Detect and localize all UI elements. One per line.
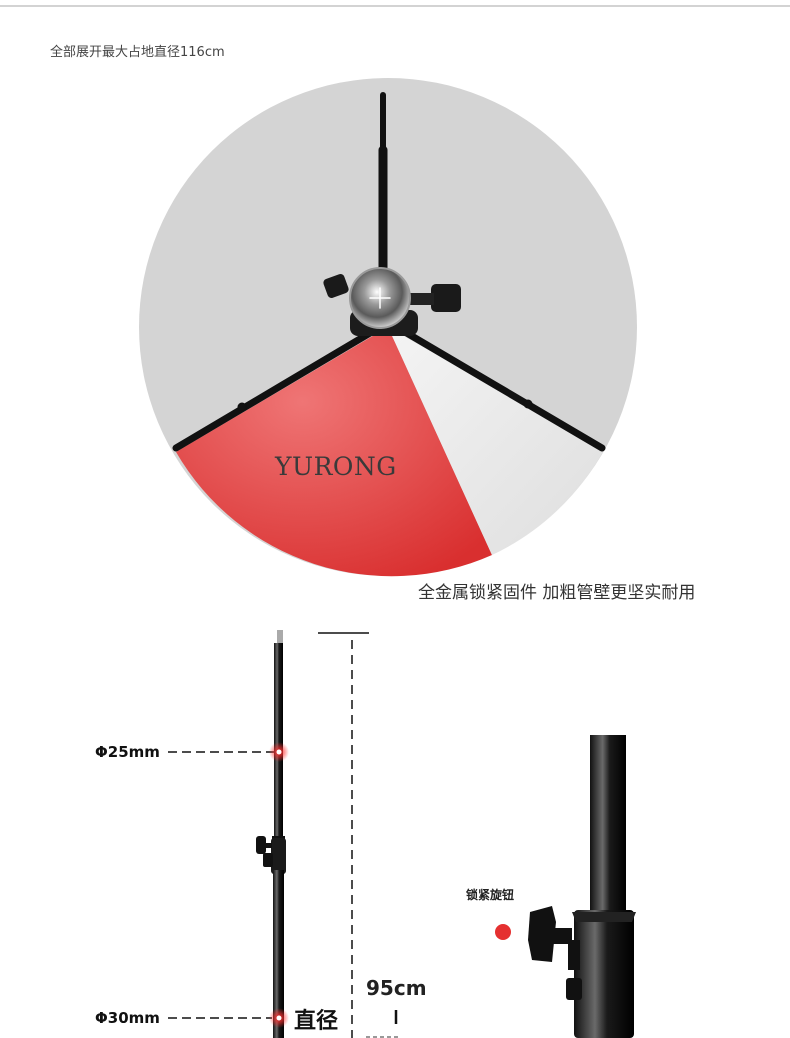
max-diameter-caption: 全部展开最大占地直径116cm: [50, 45, 225, 60]
lock-knob-marker: [495, 924, 511, 940]
tripod-top-view: [172, 92, 606, 452]
metal-fastener-caption: 全金属锁紧固件 加粗管壁更坚实耐用: [418, 583, 696, 603]
red-sector: [176, 327, 492, 577]
top-diameter-marker-dot: [276, 749, 282, 755]
diameter-word: 直径: [294, 1009, 339, 1034]
white-sector: [388, 327, 604, 555]
bottom-diameter-marker-dot: [276, 1015, 282, 1021]
top-divider: [0, 5, 790, 7]
bottom-diameter-label: Φ30mm: [95, 1009, 160, 1027]
diameter-leader-lines: [168, 751, 274, 1019]
top-diameter-label: Φ25mm: [95, 743, 160, 761]
height-label: 95cm: [366, 976, 427, 1000]
height-dimension: [318, 632, 400, 1038]
light-stand-pole: [256, 630, 286, 1038]
lock-knob-label: 锁紧旋钮: [466, 888, 515, 902]
brand-watermark: YURONG: [275, 452, 397, 481]
lock-knob-closeup: [528, 735, 636, 1038]
